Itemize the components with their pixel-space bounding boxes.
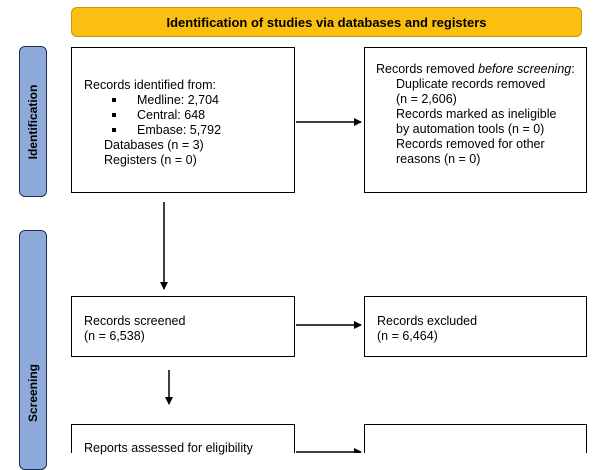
header-title: Identification of studies via databases … <box>166 14 487 30</box>
header-banner: Identification of studies via databases … <box>71 7 582 37</box>
registers-count: Registers (n = 0) <box>104 153 197 167</box>
removed-emph: before screening <box>478 62 572 76</box>
removed-line: by automation tools (n = 0) <box>396 122 545 136</box>
records-identified-box: Records identified from: Medline: 2,704 … <box>71 47 295 193</box>
bullet-icon <box>112 113 116 117</box>
removed-suffix: : <box>571 62 575 76</box>
phase-screening: Screening <box>19 230 47 470</box>
removed-prefix: Records removed <box>376 62 479 76</box>
records-excluded-box: Records excluded (n = 6,464) <box>364 296 587 357</box>
records-screened-box: Records screened (n = 6,538) <box>71 296 295 357</box>
bullet-text: Embase: 5,792 <box>137 123 222 137</box>
reports-not-retrieved-box <box>364 424 587 453</box>
bullet-icon <box>112 98 116 102</box>
removed-heading: Records removed before screening: <box>376 62 578 77</box>
screened-label: Records screened <box>84 314 186 328</box>
removed-line: Records marked as ineligible <box>396 107 557 121</box>
identified-intro: Records identified from: <box>84 78 217 92</box>
excluded-label: Records excluded <box>377 314 478 328</box>
assessed-label: Reports assessed for eligibility <box>84 441 253 455</box>
bullet-icon <box>112 128 116 132</box>
removed-line: Duplicate records removed <box>396 77 546 91</box>
bullet-text: Medline: 2,704 <box>137 93 220 107</box>
reports-assessed-box: Reports assessed for eligibility <box>71 424 295 455</box>
databases-count: Databases (n = 3) <box>104 138 204 152</box>
bullet-item: Medline: 2,704 <box>84 93 286 108</box>
bullet-item: Central: 648 <box>84 108 286 123</box>
removed-line: (n = 2,606) <box>396 92 457 106</box>
screened-count: (n = 6,538) <box>84 329 145 343</box>
phase-identification: Identification <box>19 46 47 197</box>
excluded-count: (n = 6,464) <box>377 329 438 343</box>
records-removed-box: Records removed before screening: Duplic… <box>364 47 587 193</box>
bullet-text: Central: 648 <box>137 108 206 122</box>
flow-arrows <box>160 118 362 453</box>
removed-line: Records removed for other <box>396 137 545 151</box>
bullet-item: Embase: 5,792 <box>84 123 286 138</box>
removed-line: reasons (n = 0) <box>396 152 481 166</box>
